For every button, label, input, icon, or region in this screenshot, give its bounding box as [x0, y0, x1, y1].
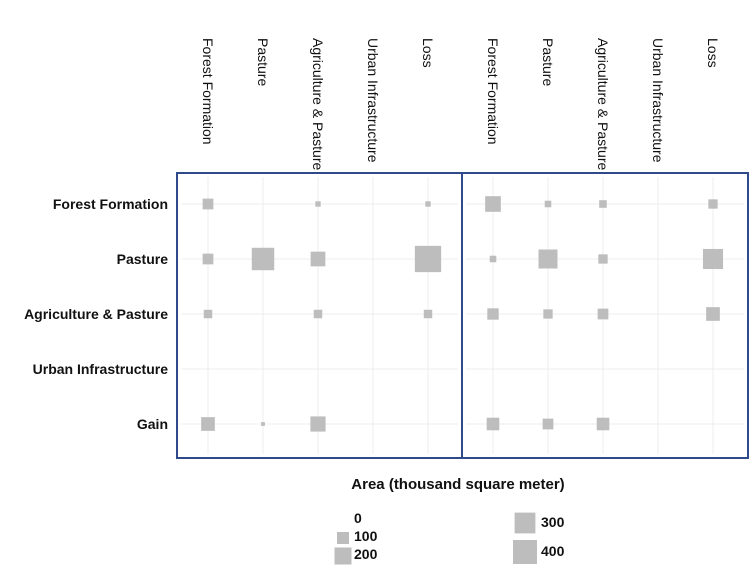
legend-label-1: 0 — [354, 510, 362, 526]
square-p2-r1-c5 — [708, 199, 718, 209]
legend-square-2 — [337, 532, 349, 544]
column-label-p1-5: Loss — [420, 38, 436, 68]
square-p2-r1-c3 — [599, 200, 607, 208]
square-p1-r5-c1 — [201, 417, 215, 431]
square-p2-r2-c5 — [702, 248, 724, 270]
column-label-p2-5: Loss — [705, 38, 721, 68]
value-squares — [201, 196, 724, 432]
square-p2-r5-c2 — [542, 418, 554, 430]
legend-square-3 — [334, 547, 352, 565]
square-p1-r2-c1 — [202, 253, 214, 265]
square-p2-r1-c2 — [544, 200, 552, 208]
square-p2-r3-c2 — [543, 309, 553, 319]
square-p2-r5-c1 — [486, 417, 500, 431]
column-label-p2-2: Pasture — [540, 38, 556, 86]
square-p1-r2-c5 — [414, 245, 442, 273]
row-label-2: Pasture — [117, 251, 169, 267]
legend-label-2: 100 — [354, 528, 378, 544]
square-p1-r1-c1 — [202, 198, 214, 210]
column-label-p2-4: Urban Infrastructure — [650, 38, 666, 163]
size-legend: 0 100 200 300 400 — [334, 510, 565, 565]
square-p2-r2-c3 — [598, 254, 608, 264]
row-label-1: Forest Formation — [53, 196, 168, 212]
column-label-p1-4: Urban Infrastructure — [365, 38, 381, 163]
square-p2-r2-c2 — [538, 249, 558, 269]
panel-frames — [176, 172, 749, 459]
column-label-p2-1: Forest Formation — [485, 38, 501, 145]
square-p1-r5-c2 — [261, 422, 265, 426]
chart-title: Area (thousand square meter) — [351, 476, 564, 493]
column-headers: Forest Formation Pasture Agriculture & Pas… — [200, 38, 721, 170]
square-p1-r3-c3 — [313, 309, 323, 319]
row-label-3: Agriculture & Pasture — [24, 306, 168, 322]
row-label-5: Gain — [137, 416, 168, 432]
legend-square-4 — [514, 512, 536, 534]
square-p1-r3-c5 — [423, 309, 433, 319]
row-label-4: Urban Infrastructure — [33, 361, 169, 377]
legend-label-4: 300 — [541, 514, 565, 530]
square-p1-r3-c1 — [203, 309, 213, 319]
square-p1-r2-c3 — [310, 251, 326, 267]
panel-frame-2 — [461, 172, 749, 459]
column-label-p1-1: Forest Formation — [200, 38, 216, 145]
column-label-p1-3: Agriculture & Pasture — [310, 38, 326, 170]
legend-square-5 — [513, 540, 537, 564]
legend-label-3: 200 — [354, 546, 378, 562]
square-p2-r1-c1 — [485, 196, 501, 212]
column-label-p1-2: Pasture — [255, 38, 271, 86]
square-p2-r3-c5 — [706, 307, 720, 321]
square-p1-r1-c3 — [315, 201, 321, 207]
square-p2-r3-c1 — [487, 308, 499, 320]
square-p2-r3-c3 — [597, 308, 609, 320]
square-p1-r5-c3 — [310, 416, 326, 432]
square-p2-r5-c3 — [596, 417, 610, 431]
legend-label-5: 400 — [541, 543, 565, 559]
square-p2-r2-c1 — [489, 255, 497, 263]
square-p1-r1-c5 — [425, 201, 431, 207]
column-label-p2-3: Agriculture & Pasture — [595, 38, 611, 170]
square-p1-r2-c2 — [251, 247, 275, 271]
